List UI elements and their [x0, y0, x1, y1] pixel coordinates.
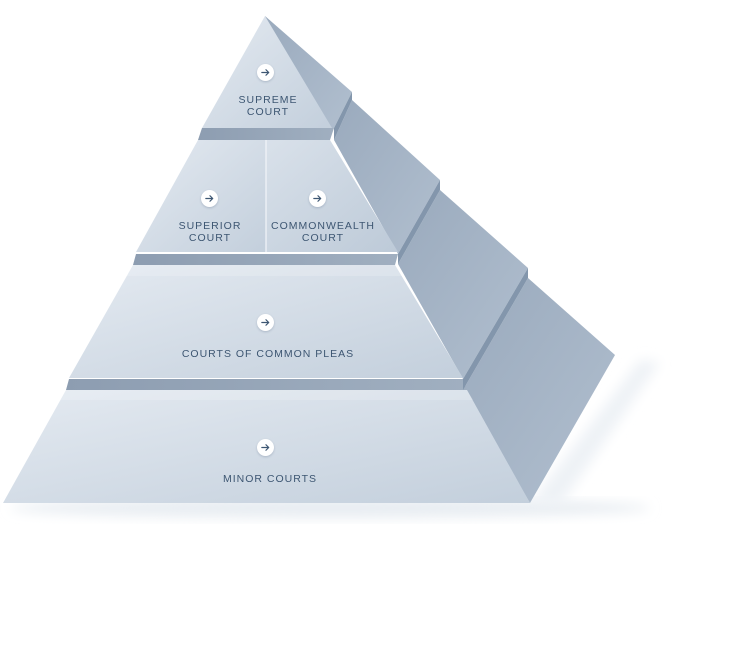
superior-court-label-line-1: SUPERIOR — [178, 220, 242, 232]
commonwealth-court-label: COMMONWEALTH COURT — [258, 220, 388, 244]
supreme-court-label-line-1: SUPREME — [238, 94, 298, 106]
commonwealth-arrow-button[interactable] — [309, 190, 326, 207]
minor-courts-label: MINOR COURTS — [170, 473, 370, 485]
arrow-right-icon — [261, 69, 270, 76]
arrow-right-icon — [313, 195, 322, 202]
superior-court-label: SUPERIOR COURT — [150, 220, 270, 244]
minor-courts-label-line-1: MINOR COURTS — [222, 473, 318, 485]
front-face-commonwealth — [266, 140, 398, 252]
common-pleas-arrow-button[interactable] — [257, 314, 274, 331]
side-face-appellate — [334, 100, 440, 254]
side-face-common-pleas — [398, 190, 528, 379]
arrow-right-icon — [261, 444, 270, 451]
minor-arrow-button[interactable] — [257, 439, 274, 456]
common-pleas-label-line-1: COURTS OF COMMON PLEAS — [181, 348, 355, 360]
ledge-3 — [66, 379, 467, 390]
highlight-minor — [60, 390, 473, 400]
ledge-side-3 — [463, 268, 528, 390]
arrow-right-icon — [261, 319, 270, 326]
commonwealth-court-label-line-1: COMMONWEALTH — [271, 220, 375, 232]
highlight-common-pleas — [126, 265, 402, 276]
ledge-side-1 — [334, 92, 352, 140]
supreme-court-label-line-2: COURT — [246, 106, 290, 118]
supreme-court-label: SUPREME COURT — [208, 94, 328, 118]
commonwealth-court-label-line-2: COURT — [301, 232, 345, 244]
side-shadow — [530, 360, 660, 506]
arrow-right-icon — [205, 195, 214, 202]
superior-arrow-button[interactable] — [201, 190, 218, 207]
ledge-1 — [198, 128, 334, 140]
ledge-side-2 — [398, 180, 440, 264]
supreme-arrow-button[interactable] — [257, 64, 274, 81]
side-face-minor — [463, 278, 615, 503]
superior-court-label-line-2: COURT — [188, 232, 232, 244]
ledge-2 — [133, 254, 398, 265]
common-pleas-label: COURTS OF COMMON PLEAS — [148, 348, 388, 360]
